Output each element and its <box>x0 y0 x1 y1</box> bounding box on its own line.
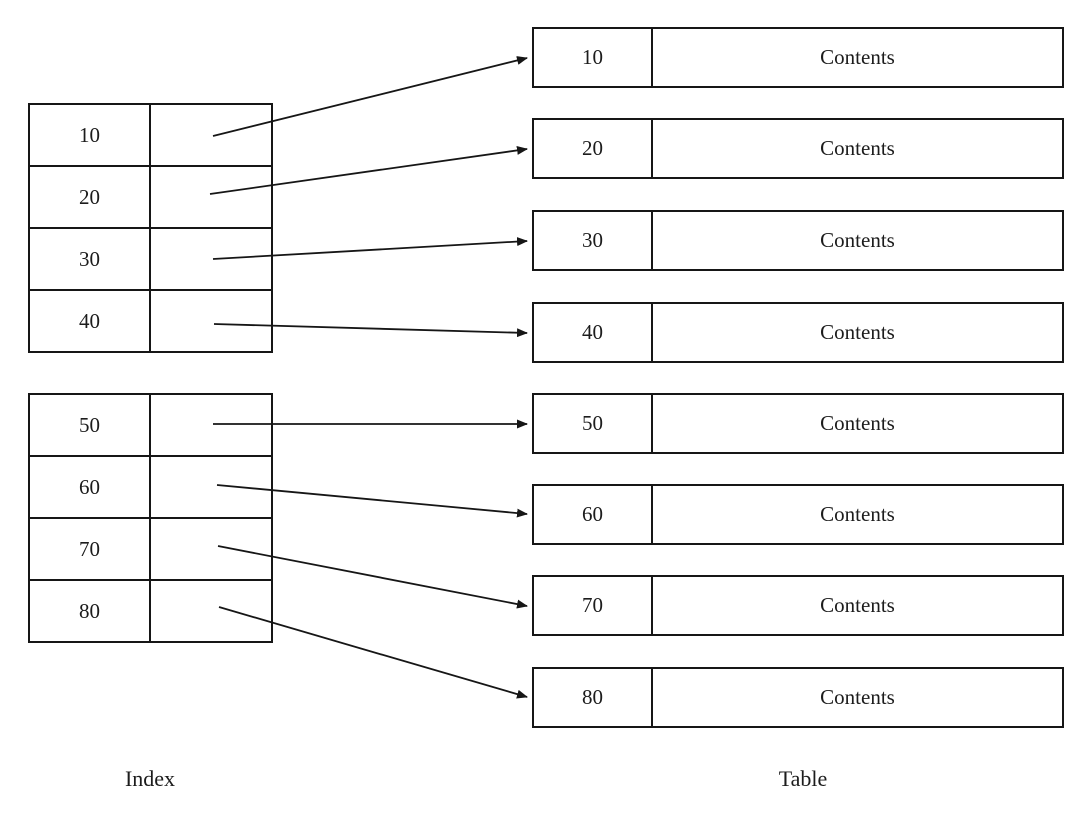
table-row: 10 Contents <box>532 27 1064 88</box>
index-key-cell: 30 <box>30 229 151 289</box>
index-pointer-cell <box>151 581 271 641</box>
index-pointer-cell <box>151 519 271 579</box>
table-row: 50 Contents <box>532 393 1064 454</box>
table-key-cell: 80 <box>534 669 653 726</box>
table-key-cell: 10 <box>534 29 653 86</box>
table-row: 30 Contents <box>532 210 1064 271</box>
index-entry-30: 30 <box>30 227 271 289</box>
index-block-2: 50 60 70 80 <box>28 393 273 643</box>
index-entry-50: 50 <box>30 395 271 455</box>
index-pointer-cell <box>151 457 271 517</box>
table-key-cell: 30 <box>534 212 653 269</box>
index-pointer-cell <box>151 229 271 289</box>
table-key-cell: 70 <box>534 577 653 634</box>
table-key-cell: 50 <box>534 395 653 452</box>
index-entry-40: 40 <box>30 289 271 351</box>
table-key-cell: 40 <box>534 304 653 361</box>
table-contents-cell: Contents <box>820 45 895 69</box>
table-contents-cell: Contents <box>820 411 895 435</box>
index-entry-60: 60 <box>30 455 271 517</box>
table-row: 70 Contents <box>532 575 1064 636</box>
index-pointer-cell <box>151 395 271 455</box>
table-row: 80 Contents <box>532 667 1064 728</box>
index-key-cell: 70 <box>30 519 151 579</box>
index-block-1: 10 20 30 40 <box>28 103 273 353</box>
table-contents-cell: Contents <box>820 320 895 344</box>
table-key-cell: 20 <box>534 120 653 177</box>
index-key-cell: 20 <box>30 167 151 227</box>
index-pointer-cell <box>151 105 271 165</box>
table-caption: Table <box>778 766 828 791</box>
index-key-cell: 80 <box>30 581 151 641</box>
index-entry-20: 20 <box>30 165 271 227</box>
index-entry-10: 10 <box>30 105 271 165</box>
index-key-cell: 10 <box>30 105 151 165</box>
table-contents-cell: Contents <box>820 593 895 617</box>
table-row: 60 Contents <box>532 484 1064 545</box>
table-key-cell: 60 <box>534 486 653 543</box>
table-contents-cell: Contents <box>820 502 895 526</box>
table-row: 20 Contents <box>532 118 1064 179</box>
index-caption: Index <box>124 766 176 791</box>
index-pointer-cell <box>151 291 271 351</box>
index-key-cell: 40 <box>30 291 151 351</box>
index-pointer-cell <box>151 167 271 227</box>
index-entry-80: 80 <box>30 579 271 641</box>
index-entry-70: 70 <box>30 517 271 579</box>
table-contents-cell: Contents <box>820 136 895 160</box>
index-key-cell: 60 <box>30 457 151 517</box>
table-contents-cell: Contents <box>820 228 895 252</box>
table-contents-cell: Contents <box>820 685 895 709</box>
index-key-cell: 50 <box>30 395 151 455</box>
table-row: 40 Contents <box>532 302 1064 363</box>
